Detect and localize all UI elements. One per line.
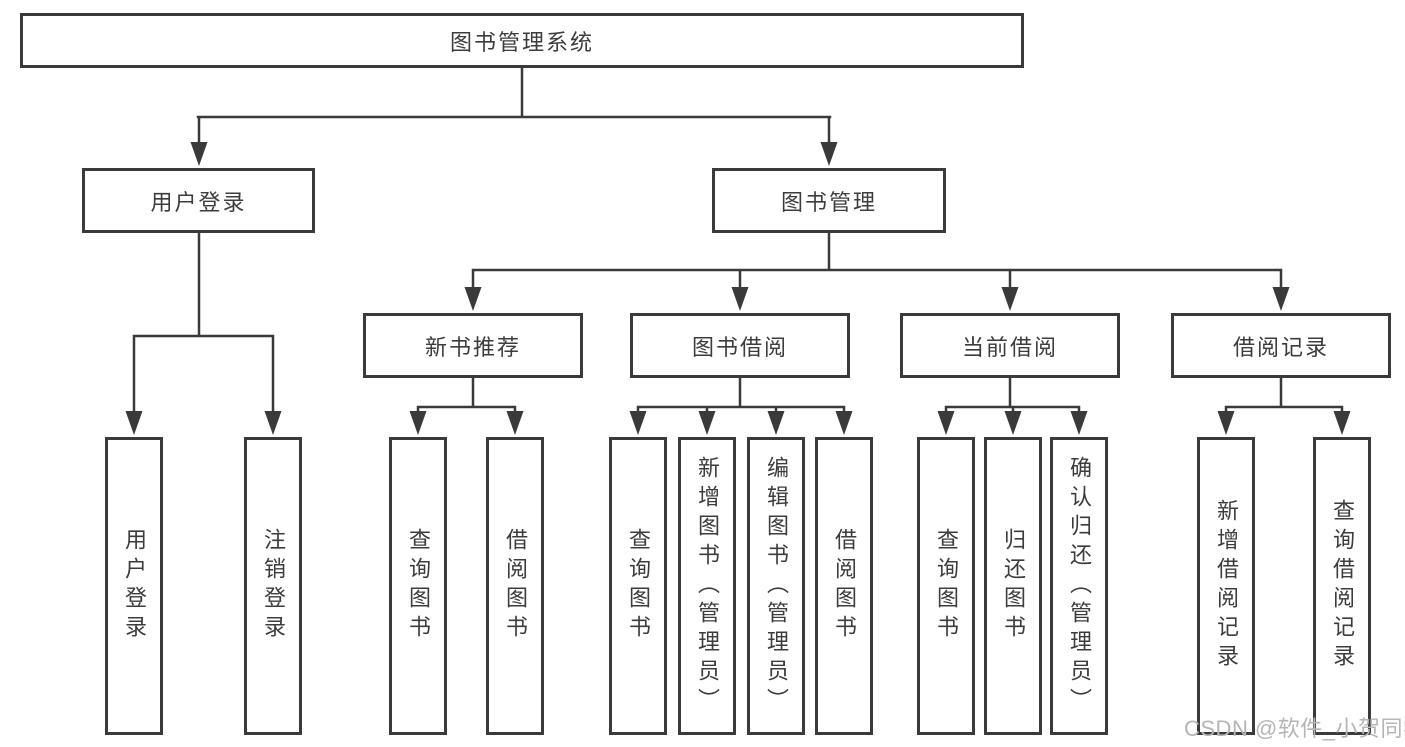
node-br-add-record: 新增借阅记录 [1197, 437, 1255, 735]
node-user-login: 用户登录 [82, 168, 315, 233]
node-new-book-recommend: 新书推荐 [363, 313, 583, 378]
node-br-query-record-label: 查询借阅记录 [1330, 499, 1355, 673]
arrowhead-icon [629, 411, 647, 435]
arrowhead-icon [1272, 287, 1290, 311]
node-new-book-recommend-label: 新书推荐 [424, 334, 521, 360]
node-root: 图书管理系统 [20, 13, 1024, 68]
arrowhead-icon [1070, 411, 1088, 435]
node-book-borrow-label: 图书借阅 [691, 334, 788, 360]
node-logout: 注销登录 [244, 437, 302, 735]
arrowhead-icon [937, 411, 955, 435]
node-br-add-record-label: 新增借阅记录 [1214, 499, 1239, 673]
arrowhead-icon [125, 411, 143, 435]
arrowhead-icon [820, 142, 838, 166]
node-book-management-label: 图书管理 [780, 189, 877, 215]
node-cb-confirm-return-admin-label: 确认归还（管理员） [1067, 455, 1092, 717]
node-bb-query-books: 查询图书 [609, 437, 667, 735]
node-borrow-records: 借阅记录 [1171, 313, 1391, 378]
arrowhead-icon [464, 287, 482, 311]
arrowhead-icon [1333, 411, 1351, 435]
node-cb-return-books: 归还图书 [984, 437, 1042, 735]
node-bb-query-books-label: 查询图书 [626, 528, 651, 644]
node-user-login-label: 用户登录 [150, 189, 247, 215]
node-current-borrow: 当前借阅 [900, 313, 1120, 378]
arrowhead-icon [1001, 287, 1019, 311]
arrowhead-icon [835, 411, 853, 435]
arrowhead-icon [698, 411, 716, 435]
node-nbr-borrow-books: 借阅图书 [486, 437, 544, 735]
node-book-borrow: 图书借阅 [630, 313, 850, 378]
node-current-borrow-label: 当前借阅 [961, 334, 1058, 360]
node-bb-edit-books-admin-label: 编辑图书（管理员） [764, 455, 789, 717]
node-bb-add-books-admin: 新增图书（管理员） [678, 437, 736, 735]
node-nbr-query-books-label: 查询图书 [406, 528, 431, 644]
node-login: 用户登录 [105, 437, 163, 735]
arrowhead-icon [1004, 411, 1022, 435]
node-borrow-records-label: 借阅记录 [1232, 334, 1329, 360]
node-cb-query-books-label: 查询图书 [934, 528, 959, 644]
node-logout-label: 注销登录 [261, 528, 286, 644]
node-cb-query-books: 查询图书 [917, 437, 975, 735]
node-bb-edit-books-admin: 编辑图书（管理员） [747, 437, 805, 735]
node-bb-add-books-admin-label: 新增图书（管理员） [695, 455, 720, 717]
arrowhead-icon [190, 142, 208, 166]
arrowhead-icon [409, 411, 427, 435]
node-book-management: 图书管理 [712, 168, 946, 233]
arrowhead-icon [767, 411, 785, 435]
arrowhead-icon [264, 411, 282, 435]
node-cb-confirm-return-admin: 确认归还（管理员） [1050, 437, 1108, 735]
node-root-label: 图书管理系统 [449, 29, 594, 55]
node-bb-borrow-books: 借阅图书 [815, 437, 873, 735]
arrowhead-icon [1217, 411, 1235, 435]
node-nbr-borrow-books-label: 借阅图书 [503, 528, 528, 644]
node-br-query-record: 查询借阅记录 [1313, 437, 1371, 735]
arrowhead-icon [506, 411, 524, 435]
node-cb-return-books-label: 归还图书 [1001, 528, 1026, 644]
node-bb-borrow-books-label: 借阅图书 [832, 528, 857, 644]
arrowhead-icon [731, 287, 749, 311]
node-login-label: 用户登录 [122, 528, 147, 644]
watermark: CSDN @软件_小贺同学 [1184, 716, 1405, 741]
node-nbr-query-books: 查询图书 [389, 437, 447, 735]
